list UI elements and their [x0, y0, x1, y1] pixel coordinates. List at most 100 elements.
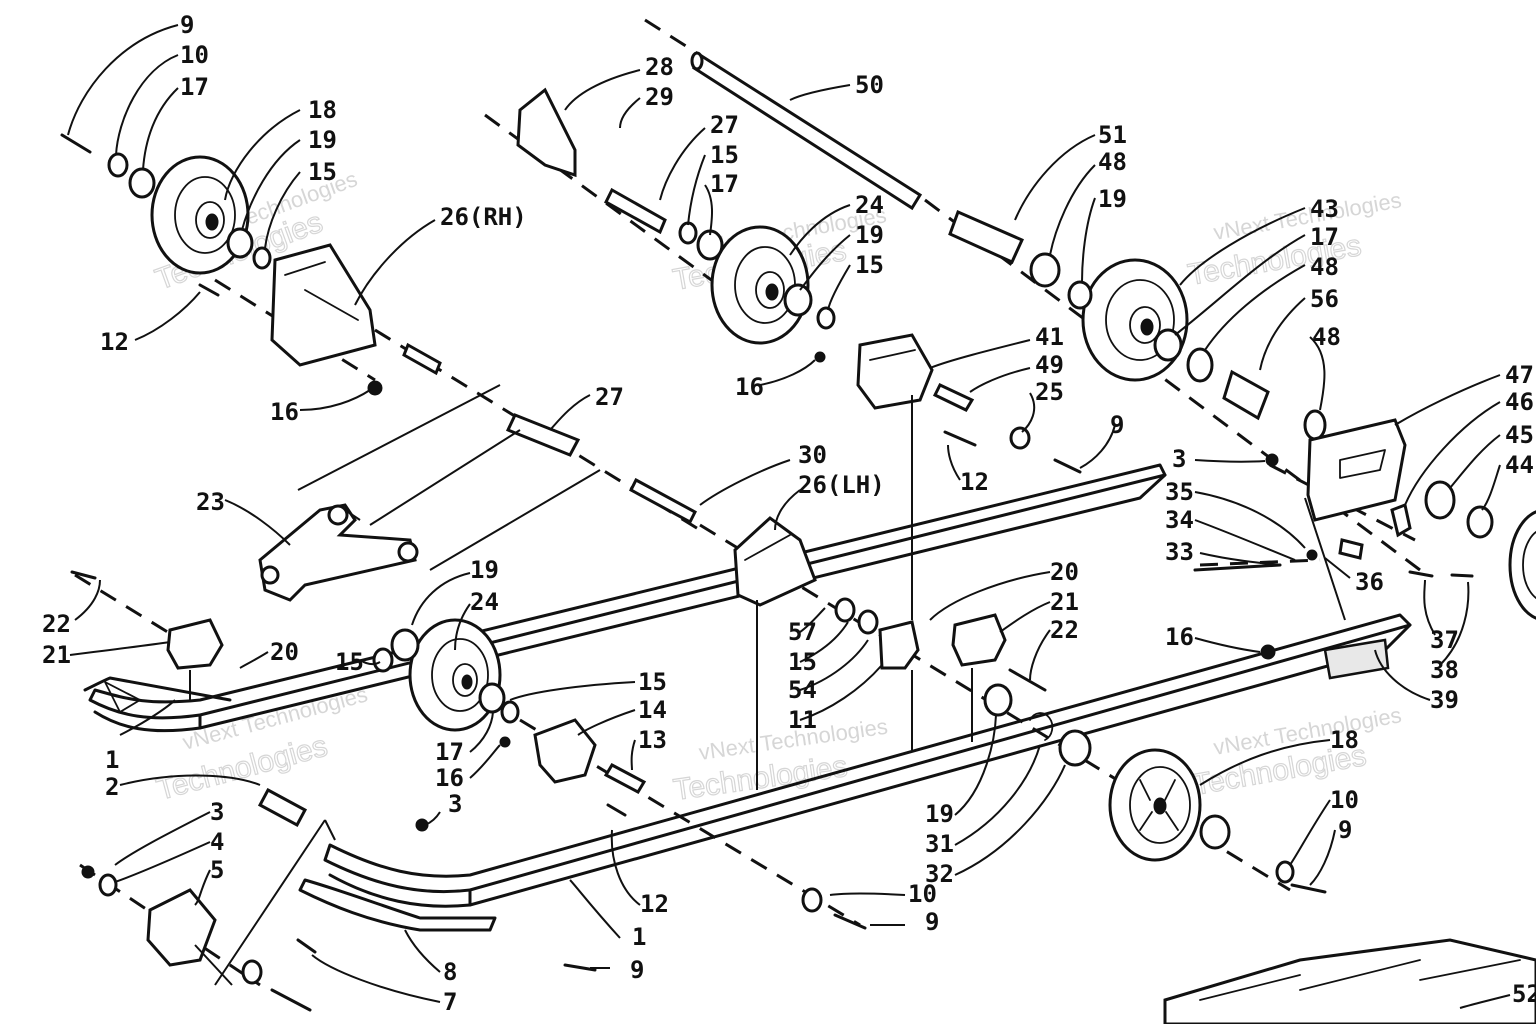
callout-23: 23: [196, 488, 225, 516]
callout-28: 28: [645, 53, 674, 81]
nuts-black: [81, 351, 1318, 879]
callout-54: 54: [788, 676, 817, 704]
callout-48-b: 48: [1310, 253, 1339, 281]
callout-15-e: 15: [788, 648, 817, 676]
wheel-top-right: [1081, 258, 1189, 382]
block-21-right: [951, 613, 1007, 667]
callout-10-b: 10: [1330, 786, 1359, 814]
callout-37: 37: [1430, 626, 1459, 654]
callout-33: 33: [1165, 538, 1194, 566]
callout-24-a: 24: [855, 191, 884, 219]
callout-49: 49: [1035, 351, 1064, 379]
callout-22-a: 22: [42, 610, 71, 638]
callout-20-b: 20: [1050, 558, 1079, 586]
callout-56: 56: [1310, 285, 1339, 313]
callout-1-b: 1: [632, 923, 646, 951]
callout-15-d: 15: [335, 648, 364, 676]
callout-25: 25: [1035, 378, 1064, 406]
block-14: [533, 718, 597, 784]
callout-7: 7: [443, 988, 457, 1016]
callout-45: 45: [1505, 421, 1534, 449]
callout-29: 29: [645, 83, 674, 111]
callout-1-a: 1: [105, 746, 119, 774]
callout-17-d: 17: [435, 738, 464, 766]
bracket-26-lh: [733, 516, 817, 607]
watermark-5: vNext Technologies: [1212, 187, 1404, 245]
callout-47: 47: [1505, 361, 1534, 389]
callout-46: 46: [1505, 388, 1534, 416]
spacers: [257, 187, 1364, 828]
callout-17-a: 17: [180, 73, 209, 101]
bumper-5: [146, 888, 217, 967]
callout-44: 44: [1505, 451, 1534, 479]
callout-19-e: 19: [925, 800, 954, 828]
callout-9-c: 9: [1338, 816, 1352, 844]
callout-12-c: 12: [640, 890, 669, 918]
callout-13: 13: [638, 726, 667, 754]
wheel-top-left: [150, 155, 250, 275]
slide-rail-front: [323, 613, 1412, 908]
callout-10-a: 10: [180, 41, 209, 69]
callout-21-b: 21: [1050, 588, 1079, 616]
callout-34: 34: [1165, 506, 1194, 534]
callout-38: 38: [1430, 656, 1459, 684]
callout-12-a: 12: [100, 328, 129, 356]
rail-tip-front: [298, 878, 497, 932]
callout-3-b: 3: [210, 798, 224, 826]
bracket-41: [856, 333, 934, 410]
slide-rail-rear: [83, 463, 1167, 733]
bracket-26-rh: [270, 243, 377, 367]
callout-17-c: 17: [1310, 223, 1339, 251]
wheel-bottom-right: [1108, 748, 1202, 862]
callout-39: 39: [1430, 686, 1459, 714]
callout-14: 14: [638, 696, 667, 724]
callout-20-a: 20: [270, 638, 299, 666]
callout-32: 32: [925, 860, 954, 888]
callout-48-c: 48: [1312, 323, 1341, 351]
leader-lines: [67, 24, 1511, 1009]
callout-12-b: 12: [960, 468, 989, 496]
callout-50: 50: [855, 71, 884, 99]
callout-41: 41: [1035, 323, 1064, 351]
plate-47: [1306, 418, 1407, 522]
callout-35: 35: [1165, 478, 1194, 506]
callout-9-d: 9: [925, 908, 939, 936]
callout-9-a: 9: [180, 11, 194, 39]
callout-15-b: 15: [710, 141, 739, 169]
callout-26lh: 26(LH): [798, 471, 885, 499]
callout-18-a: 18: [308, 96, 337, 124]
callout-17-b: 17: [710, 170, 739, 198]
callout-48-a: 48: [1098, 148, 1127, 176]
block-11: [878, 620, 920, 670]
wheel-middle-left: [408, 618, 502, 732]
callout-30: 30: [798, 441, 827, 469]
callout-26rh: 26(RH): [440, 203, 527, 231]
wheel-far-right: [1508, 510, 1536, 620]
callout-27-b: 27: [595, 383, 624, 411]
callout-3-a: 3: [1172, 445, 1186, 473]
callout-24-b: 24: [470, 588, 499, 616]
callout-16-a: 16: [270, 398, 299, 426]
callout-36: 36: [1355, 568, 1384, 596]
callout-22-b: 22: [1050, 616, 1079, 644]
callout-21-a: 21: [42, 641, 71, 669]
callout-16-d: 16: [435, 764, 464, 792]
small-parts: [98, 152, 1494, 985]
track-52: [1163, 938, 1536, 1024]
callout-19-b: 19: [855, 221, 884, 249]
callout-2: 2: [105, 773, 119, 801]
bracket-46: [1390, 502, 1412, 538]
bolts: [60, 133, 1474, 1012]
callout-19-a: 19: [308, 126, 337, 154]
callout-43: 43: [1310, 195, 1339, 223]
callout-16-b: 16: [735, 373, 764, 401]
callout-51: 51: [1098, 121, 1127, 149]
callout-9-b: 9: [1110, 411, 1124, 439]
callout-4: 4: [210, 828, 224, 856]
callout-labels: 9 10 17 18 19 15 26(RH) 12 16 28 29 27 1…: [42, 11, 1536, 1016]
callout-15-c: 15: [855, 251, 884, 279]
callout-8: 8: [443, 958, 457, 986]
watermark-8: Technologies: [153, 730, 331, 807]
